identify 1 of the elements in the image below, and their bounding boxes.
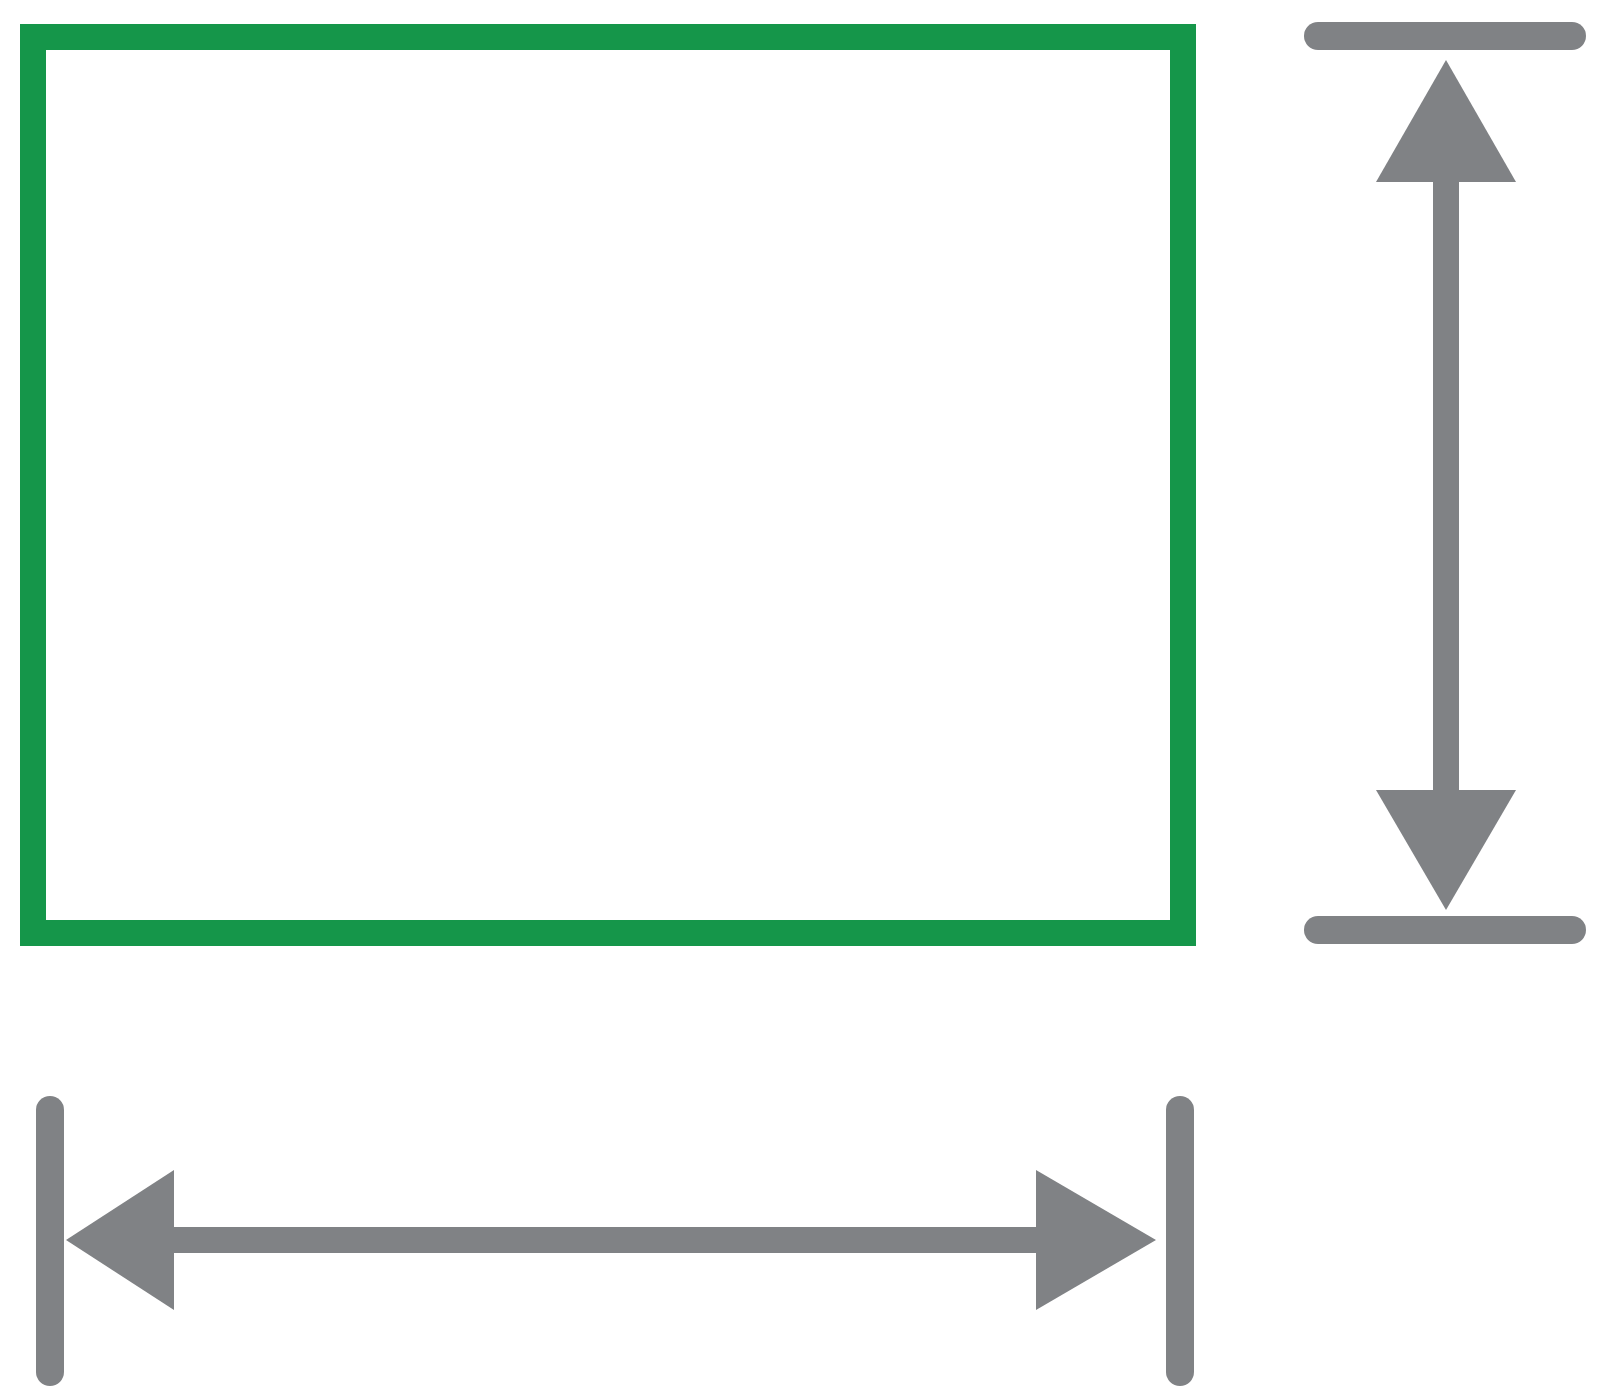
rectangle [20,24,1196,946]
